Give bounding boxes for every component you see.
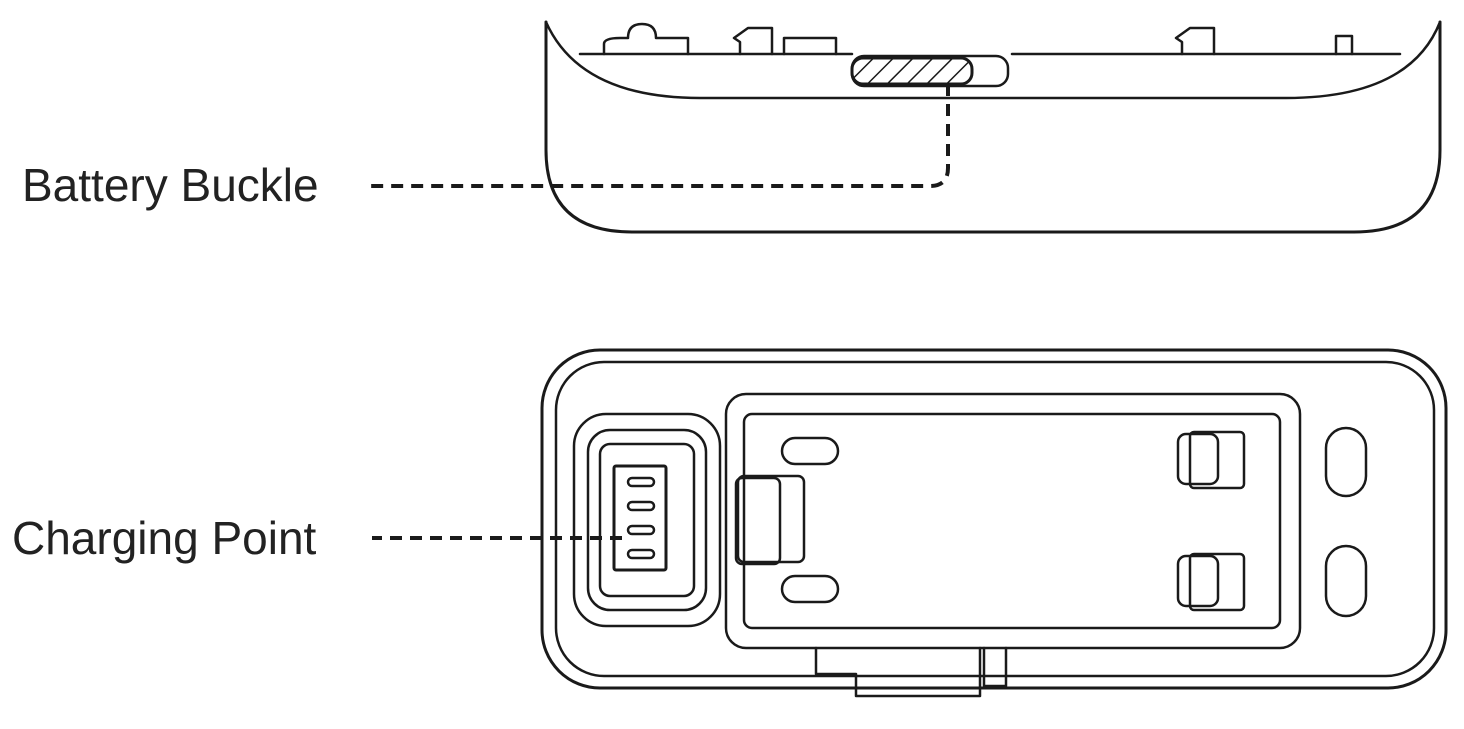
charging-pin-1 — [626, 476, 656, 488]
charging-point-callout: Charging Point — [12, 512, 622, 564]
plate-clip-top-back — [1188, 430, 1246, 490]
plate-clip-bottom-front — [1176, 554, 1220, 608]
side-hole-top — [1324, 426, 1368, 498]
plate-clip-top-front — [1176, 432, 1220, 486]
charging-port-rim — [586, 428, 708, 612]
battery-bottom-inner — [554, 360, 1436, 678]
battery-bottom-view — [540, 348, 1448, 698]
battery-buckle-callout: Battery Buckle — [22, 84, 950, 211]
bottom-tab-side — [982, 646, 1008, 688]
battery-side-view — [544, 20, 1442, 234]
side-hole-bottom — [1324, 544, 1368, 618]
center-plate-outer — [724, 392, 1302, 650]
charging-pin-2 — [626, 500, 656, 512]
top-clip-2 — [782, 36, 838, 56]
plate-slot-top — [780, 436, 840, 466]
battery-side-top-rim — [544, 20, 1442, 100]
charging-pin-4 — [626, 548, 656, 560]
bottom-tab — [814, 646, 982, 698]
charging-pin-3 — [626, 524, 656, 536]
charging-port-housing — [572, 412, 722, 628]
top-clip-4 — [1334, 34, 1354, 56]
top-clip-3 — [1174, 26, 1216, 56]
top-bump-left — [602, 22, 690, 56]
battery-buckle-label: Battery Buckle — [22, 159, 319, 211]
battery-bottom-outer — [540, 348, 1448, 690]
charging-port-socket — [612, 464, 668, 572]
plate-latch-back — [736, 474, 806, 564]
battery-side-body — [544, 20, 1442, 234]
charging-point-label: Charging Point — [12, 512, 317, 564]
plate-latch-front — [734, 476, 782, 566]
battery-buckle-leader — [368, 84, 950, 188]
center-plate-inner — [742, 412, 1282, 630]
charging-port-frame — [598, 442, 696, 598]
top-clip-1 — [732, 26, 774, 56]
plate-clip-bottom-back — [1188, 552, 1246, 612]
battery-buckle-icon — [850, 56, 974, 86]
plate-slot-bottom — [780, 574, 840, 604]
